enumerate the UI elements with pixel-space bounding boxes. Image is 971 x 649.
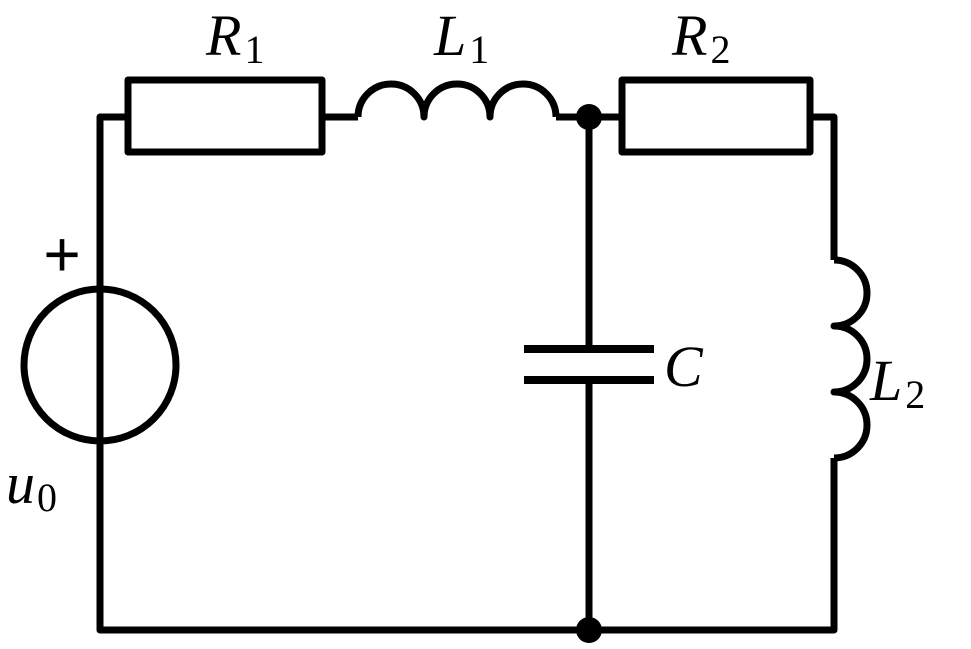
label-r1-sub: 1	[244, 27, 264, 72]
polarity-plus: +	[43, 218, 80, 290]
label-l1: L1	[433, 3, 489, 72]
inductor-l1	[354, 80, 560, 121]
label-u0-main: u	[6, 451, 35, 516]
label-c: C	[664, 334, 704, 399]
label-r1-main: R	[205, 3, 241, 68]
label-l1-main: L	[433, 3, 466, 68]
resistor-r1	[124, 76, 326, 156]
wire-left-bottom	[96, 441, 589, 634]
label-r1: R1	[205, 3, 264, 72]
label-l2-main: L	[869, 348, 902, 413]
label-r2-sub: 2	[710, 27, 730, 72]
label-l2: L2	[869, 348, 925, 417]
resistor-r2	[618, 76, 814, 156]
label-r2: R2	[671, 3, 730, 72]
wire-r2-right	[810, 113, 838, 260]
node-bottom	[576, 617, 602, 643]
label-u0-sub: 0	[37, 475, 57, 520]
inductor-l2	[830, 256, 871, 462]
label-u0: u0	[6, 451, 57, 520]
node-top	[576, 104, 602, 130]
label-c-main: C	[664, 334, 704, 399]
label-r2-main: R	[671, 3, 707, 68]
wire-right-bottom	[589, 458, 838, 634]
wire-left-top	[96, 113, 128, 289]
label-l2-sub: 2	[905, 372, 925, 417]
label-l1-sub: 1	[469, 27, 489, 72]
